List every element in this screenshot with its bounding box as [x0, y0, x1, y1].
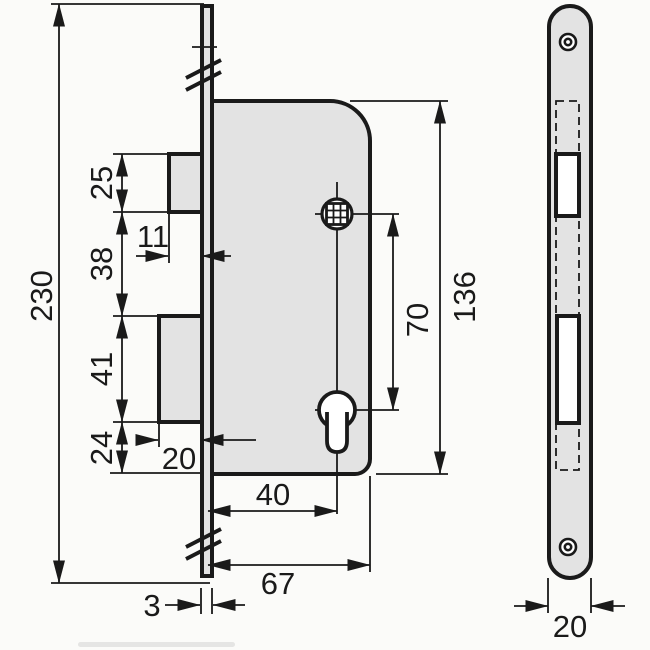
latch-opening — [554, 152, 581, 218]
cylinder-profile-stem — [325, 412, 349, 454]
faceplate-front — [547, 4, 593, 580]
latch-height-label: 25 — [84, 166, 119, 200]
overall-height-label: 230 — [24, 270, 59, 322]
bolt-to-body-bottom-label: 24 — [84, 431, 119, 465]
spindle-square-hole — [325, 202, 349, 226]
plate-thickness-label: 3 — [143, 588, 160, 623]
backset-label: 40 — [256, 477, 290, 512]
screw-hole-top — [558, 32, 578, 52]
latch-to-bolt-gap-label: 38 — [84, 247, 119, 281]
extension-lines — [51, 3, 592, 614]
screw-hole-bottom — [558, 537, 578, 557]
body-depth-label: 67 — [261, 566, 295, 601]
dimension-labels: 230 25 38 41 24 11 20 40 67 3 70 136 20 — [24, 166, 587, 644]
spindle-hub — [320, 197, 354, 231]
body-height-label: 136 — [447, 271, 482, 323]
bolt-throw-label: 20 — [162, 441, 196, 476]
spindle-to-cylinder-label: 70 — [400, 303, 435, 337]
dimension-lines — [53, 3, 625, 612]
watermark-artifact — [78, 642, 235, 647]
deadbolt-opening — [555, 314, 581, 425]
bolt-height-label: 41 — [84, 352, 119, 386]
plate-width-label: 20 — [553, 609, 587, 644]
side-view — [157, 4, 399, 578]
faceplate-side — [200, 4, 214, 578]
latch-projection-label: 11 — [137, 219, 169, 254]
spindle-hatch — [326, 203, 348, 225]
hidden-body-outline — [555, 100, 580, 471]
lock-body — [210, 99, 372, 476]
front-view — [547, 4, 593, 580]
break-marks — [185, 46, 222, 561]
